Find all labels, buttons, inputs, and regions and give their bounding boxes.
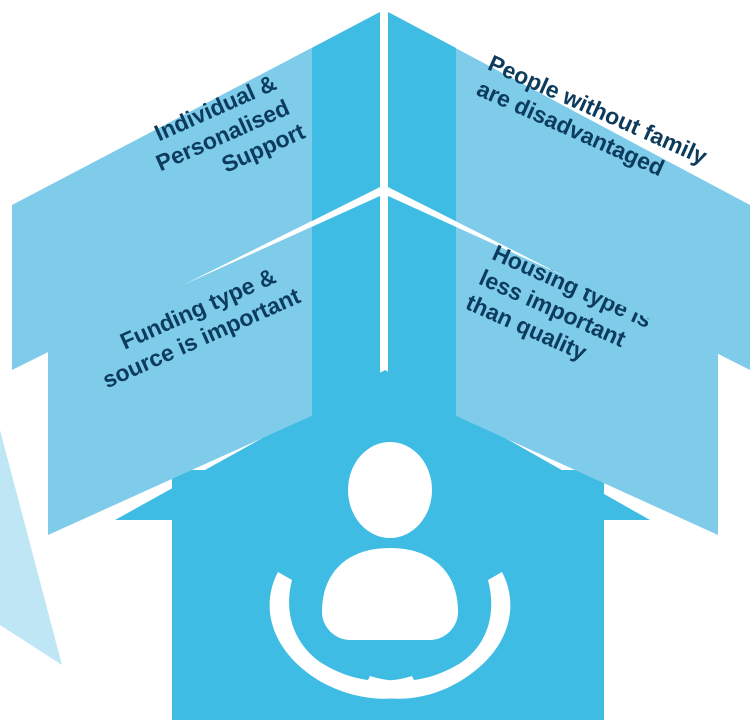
- person-body: [322, 548, 458, 640]
- person-in-hands-icon: [269, 442, 511, 699]
- panel-housing-band: [388, 196, 456, 416]
- panel-housing-shape: [388, 196, 718, 535]
- side-shape: [0, 430, 62, 665]
- panel-funding-shape: [48, 196, 380, 535]
- right-hand: [362, 572, 511, 699]
- left-hand: [269, 572, 420, 699]
- panel-support-band: [312, 12, 380, 221]
- panel-family-band: [388, 12, 456, 221]
- panel-support-shape: [12, 12, 380, 370]
- panel-family-shape: [388, 12, 750, 370]
- person-head: [348, 442, 432, 538]
- panel-funding-band: [312, 196, 380, 416]
